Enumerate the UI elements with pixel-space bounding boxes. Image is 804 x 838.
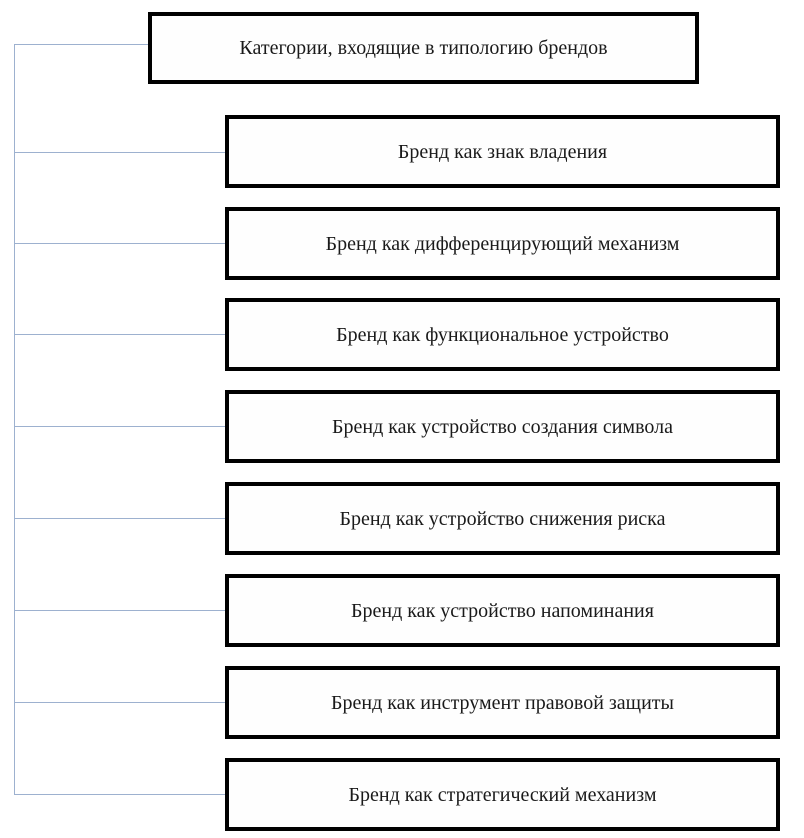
category-box-legal-protection-instrument: Бренд как инструмент правовой защиты	[225, 666, 780, 739]
category-box-differentiating-mechanism: Бренд как дифференцирующий механизм	[225, 207, 780, 280]
connector-title-line	[14, 44, 148, 45]
category-box-ownership-sign: Бренд как знак владения	[225, 115, 780, 188]
connector-line	[14, 518, 225, 519]
connector-line	[14, 610, 225, 611]
title-box: Категории, входящие в типологию брендов	[148, 12, 699, 84]
category-box-label: Бренд как стратегический механизм	[348, 783, 657, 806]
category-box-label: Бренд как устройство снижения риска	[339, 507, 666, 530]
category-box-risk-reduction-device: Бренд как устройство снижения риска	[225, 482, 780, 555]
connector-trunk-line	[14, 44, 15, 794]
connector-line	[14, 702, 225, 703]
category-box-functional-device: Бренд как функциональное устройство	[225, 298, 780, 371]
category-box-label: Бренд как знак владения	[397, 140, 608, 163]
connector-line	[14, 243, 225, 244]
category-box-symbol-creation-device: Бренд как устройство создания символа	[225, 390, 780, 463]
connector-line	[14, 426, 225, 427]
category-box-reminder-device: Бренд как устройство напоминания	[225, 574, 780, 647]
title-box-label: Категории, входящие в типологию брендов	[239, 37, 608, 59]
category-box-label: Бренд как устройство создания символа	[332, 415, 673, 438]
category-box-label: Бренд как инструмент правовой защиты	[331, 691, 674, 714]
connector-line	[14, 794, 225, 795]
category-box-label: Бренд как функциональное устройство	[336, 323, 669, 346]
category-box-strategic-mechanism: Бренд как стратегический механизм	[225, 758, 780, 831]
connector-line	[14, 334, 225, 335]
connector-line	[14, 152, 225, 153]
category-box-label: Бренд как устройство напоминания	[351, 599, 654, 622]
category-box-label: Бренд как дифференцирующий механизм	[325, 232, 680, 255]
